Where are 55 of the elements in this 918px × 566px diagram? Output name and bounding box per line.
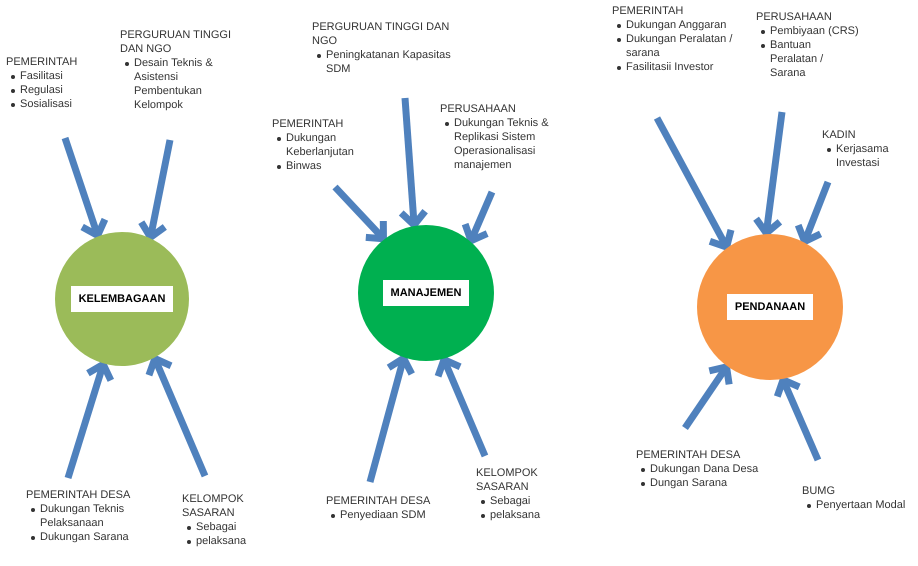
title-label: PENDANAAN bbox=[726, 294, 814, 320]
arrow bbox=[794, 180, 832, 246]
bullet-item: Dukungan Anggaran bbox=[626, 18, 726, 32]
bullet-item: Fasilitasii Investor bbox=[626, 60, 714, 74]
stakeholder-heading: PERUSAHAAN bbox=[756, 10, 833, 24]
bullet-item: Desain Teknis & Asistensi Pembentukan Kelompok bbox=[134, 56, 214, 112]
bullet-item: Dukungan Teknis & Replikasi Sistem Operasionalisasi manajemen bbox=[454, 116, 550, 172]
arrow bbox=[332, 184, 387, 242]
arrow bbox=[62, 136, 108, 239]
stakeholder-heading: PEMERINTAH bbox=[272, 117, 344, 131]
bullet-item: Dukungan Peralatan / sarana bbox=[626, 32, 734, 60]
stakeholder-heading: PEMERINTAH DESA bbox=[26, 488, 132, 502]
bullet-item: Dukungan Sarana bbox=[40, 530, 129, 544]
arrow bbox=[462, 190, 496, 244]
bullet-item: pelaksana bbox=[196, 534, 246, 548]
stakeholder-heading: KADIN bbox=[822, 128, 857, 142]
bullet-item: Pembiyaan (CRS) bbox=[770, 24, 859, 38]
bullet-item: Dukungan Keberlanjutan bbox=[286, 131, 355, 159]
arrow bbox=[774, 376, 822, 462]
bullet-item: Peningkatanan Kapasitas SDM bbox=[326, 48, 452, 76]
stakeholder-heading: KELOMPOK SASARAN bbox=[182, 492, 245, 520]
stakeholder-heading: PERGURUAN TINGGI DAN NGO bbox=[312, 20, 450, 48]
title-label: KELEMBAGAAN bbox=[70, 286, 174, 312]
stakeholder-heading: PEMERINTAH bbox=[6, 55, 78, 69]
bullet-item: Penyertaan Modal bbox=[816, 498, 906, 512]
arrow bbox=[64, 360, 114, 480]
bullet-item: Dukungan Teknis Pelaksanaan bbox=[40, 502, 126, 530]
bullet-item: Binwas bbox=[286, 159, 322, 173]
arrow bbox=[398, 98, 429, 229]
title-label: MANAJEMEN bbox=[382, 280, 470, 306]
bullet-item: Penyediaan SDM bbox=[340, 508, 426, 522]
stakeholder-heading: KELOMPOK SASARAN bbox=[476, 466, 539, 494]
bullet-item: Bantuan Peralatan / Sarana bbox=[770, 38, 824, 80]
arrow bbox=[434, 356, 488, 458]
stakeholder-heading: PEMERINTAH bbox=[612, 4, 684, 18]
bullet-item: pelaksana bbox=[490, 508, 540, 522]
bullet-item: Regulasi bbox=[20, 83, 63, 97]
bullet-item: Fasilitasi bbox=[20, 69, 63, 83]
bullet-item: Sebagai bbox=[196, 520, 236, 534]
bullet-item: Dukungan Dana Desa bbox=[650, 462, 758, 476]
stakeholder-heading: PEMERINTAH DESA bbox=[636, 448, 742, 462]
stakeholder-heading: PERUSAHAAN bbox=[440, 102, 517, 116]
stakeholder-heading: PERGURUAN TINGGI DAN NGO bbox=[120, 28, 232, 56]
bullet-item: Dungan Sarana bbox=[650, 476, 728, 490]
arrow bbox=[682, 363, 733, 430]
stakeholder-heading: BUMG bbox=[802, 484, 836, 498]
arrow bbox=[138, 139, 174, 241]
arrow bbox=[752, 112, 786, 237]
bullet-item: Sebagai bbox=[490, 494, 530, 508]
bullet-item: Sosialisasi bbox=[20, 97, 72, 111]
bullet-item: Kerjasama Investasi bbox=[836, 142, 890, 170]
arrow bbox=[654, 116, 734, 251]
stakeholder-heading: PEMERINTAH DESA bbox=[326, 494, 432, 508]
arrow bbox=[366, 354, 416, 483]
arrow bbox=[145, 355, 208, 478]
